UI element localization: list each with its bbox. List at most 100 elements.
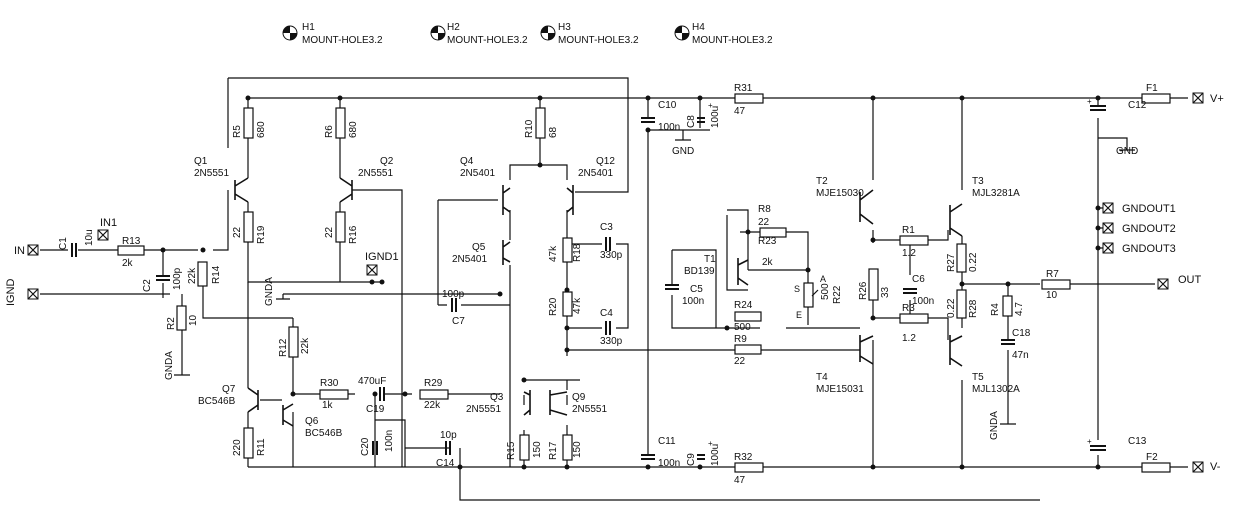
r1-ref: R1 (902, 225, 915, 236)
r24-body (734, 311, 762, 322)
t5-part: MJL1302A (972, 384, 1020, 395)
r1-body (899, 235, 929, 246)
r1-value: 1.2 (902, 248, 916, 259)
r17-value: 150 (572, 441, 583, 458)
c10-value: 100n (658, 122, 680, 133)
r31-body (734, 93, 764, 104)
wire-network (40, 77, 1188, 501)
r28-value: 0.22 (946, 298, 957, 318)
gnda-label-mid: GNDA (264, 277, 275, 306)
gndout2-connector-icon (1102, 222, 1114, 234)
c13-ref: C13 (1128, 436, 1147, 447)
q7-part: BC546B (198, 396, 236, 407)
q3-part: 2N5551 (466, 404, 501, 415)
r27-body (956, 243, 967, 273)
svg-text:+: + (708, 101, 713, 110)
resistor-bodies (117, 93, 1171, 473)
r30-body (319, 389, 349, 400)
r26-value: 33 (880, 286, 891, 298)
r15-ref: R15 (506, 441, 517, 460)
connector-glyphs (27, 92, 1204, 473)
c9-value: 100u (710, 444, 721, 466)
r17-ref: R17 (548, 441, 559, 460)
r16-value: 22 (324, 226, 335, 238)
q5-ref: Q5 (472, 242, 486, 253)
c3-value: 330p (600, 250, 623, 261)
t3-ref: T3 (972, 176, 984, 187)
c18-ref: C18 (1012, 328, 1031, 339)
c8-ref: C8 (686, 115, 697, 128)
r11-ref: R11 (256, 438, 267, 456)
h1-value: MOUNT-HOLE3.2 (302, 35, 383, 46)
r14-value: 22k (187, 267, 198, 284)
r27-ref: R27 (946, 253, 957, 272)
transistor-symbols (234, 177, 963, 427)
r24-ref: R24 (734, 300, 753, 311)
r28-ref: R28 (968, 299, 979, 318)
ignd1-connector-icon (366, 264, 378, 276)
t2-ref: T2 (816, 176, 828, 187)
capacitor-plates (71, 105, 1106, 460)
c7-value: 100p (442, 289, 465, 300)
gnd-label-top: GND (672, 146, 694, 157)
r13-body (117, 245, 145, 256)
q7-ref: Q7 (222, 384, 236, 395)
r31-ref: R31 (734, 83, 753, 94)
r18-value: 47k (548, 245, 559, 262)
c8-value: 100u (710, 106, 721, 128)
c19-value: 470uF (358, 376, 386, 387)
gndout3-port-label: GNDOUT3 (1122, 243, 1176, 255)
q4-part: 2N5401 (460, 168, 495, 179)
r26-body (868, 268, 879, 301)
c20-ref: C20 (360, 437, 371, 456)
q1-part: 2N5551 (194, 168, 229, 179)
r11-value: 220 (232, 439, 243, 456)
r29-body (419, 389, 449, 400)
svg-text:+: + (708, 439, 713, 448)
h1-ref: H1 (302, 22, 315, 33)
r10-value: 68 (548, 126, 559, 138)
c11-value: 100n (658, 458, 680, 469)
r9-value: 22 (734, 356, 746, 367)
gndout2-port-label: GNDOUT2 (1122, 223, 1176, 235)
in-port-label: IN (14, 245, 25, 257)
r17-body (562, 434, 573, 461)
mount-hole-h4: H4 MOUNT-HOLE3.2 (674, 22, 773, 46)
r28-body (956, 289, 967, 319)
t1-part: BD139 (684, 266, 715, 277)
r10-body (535, 107, 546, 139)
h3-value: MOUNT-HOLE3.2 (558, 35, 639, 46)
q6-ref: Q6 (305, 416, 319, 427)
t2-part: MJE15030 (816, 188, 864, 199)
r2-body (176, 305, 187, 331)
r12-value: 22k (300, 337, 311, 354)
c19-ref: C19 (366, 404, 385, 415)
in1-port-label: IN1 (100, 217, 117, 229)
h2-ref: H2 (447, 22, 460, 33)
vplus-connector-icon (1192, 92, 1204, 104)
c2-ref: C2 (142, 279, 153, 292)
q2-ref: Q2 (380, 156, 394, 167)
h3-ref: H3 (558, 22, 571, 33)
r10-ref: R10 (524, 119, 535, 138)
r30-ref: R30 (320, 378, 339, 389)
in-connector-icon (27, 244, 39, 256)
in1-connector-icon (97, 229, 109, 241)
r20-value: 47k (572, 297, 583, 314)
r16-ref: R16 (348, 225, 359, 244)
r12-body (288, 326, 299, 358)
r6-ref: R6 (324, 125, 335, 138)
c4-ref: C4 (600, 308, 613, 319)
r6-body (335, 107, 346, 139)
h4-value: MOUNT-HOLE3.2 (692, 35, 773, 46)
r19-ref: R19 (256, 225, 267, 244)
q6-part: BC546B (305, 428, 343, 439)
pot-pin-s: S (794, 284, 800, 294)
c5-value: 100n (682, 296, 704, 307)
ground-symbols (174, 130, 1135, 425)
svg-text:+: + (1087, 97, 1092, 106)
q12-ref: Q12 (596, 156, 615, 167)
r29-ref: R29 (424, 378, 443, 389)
vplus-port-label: V+ (1210, 93, 1224, 105)
r22-body (803, 282, 814, 308)
